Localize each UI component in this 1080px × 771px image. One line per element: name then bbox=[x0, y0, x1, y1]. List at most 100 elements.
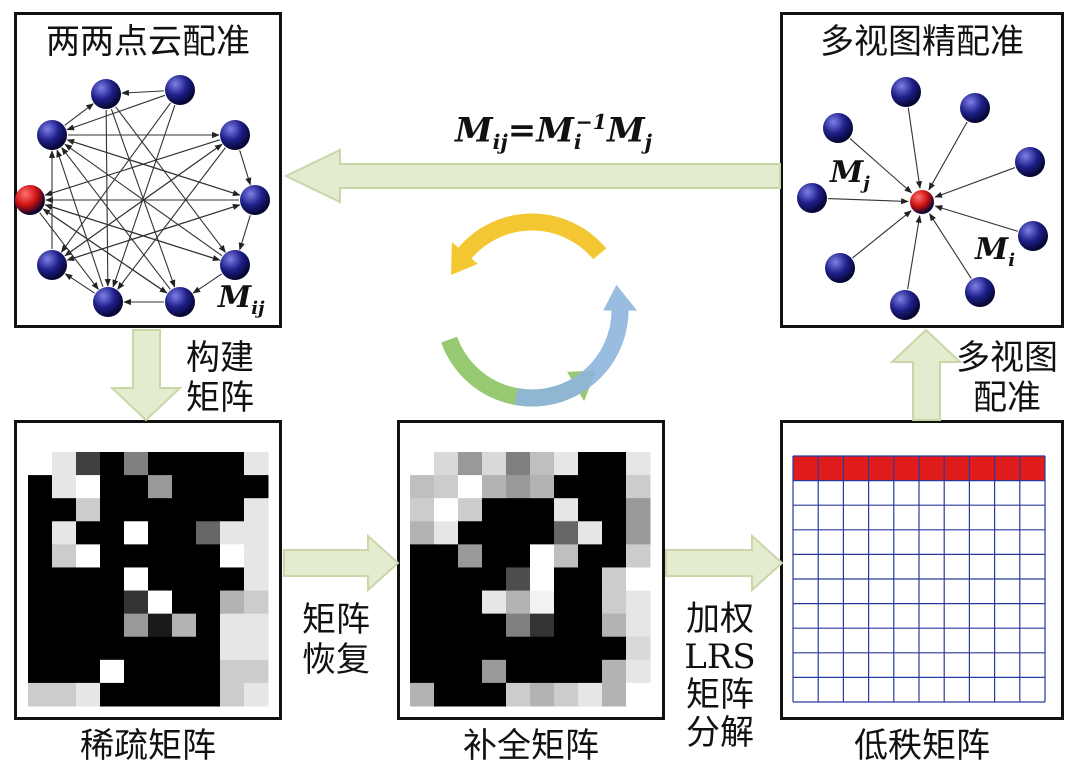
matrix-cell bbox=[554, 498, 579, 522]
matrix-cell bbox=[76, 636, 101, 661]
matrix-cell bbox=[52, 521, 77, 545]
matrix-cell bbox=[100, 498, 125, 522]
pairwise-edge bbox=[67, 204, 241, 261]
matrix-cell bbox=[482, 590, 507, 615]
pairwise-edge bbox=[104, 109, 111, 287]
matrix-cell bbox=[602, 659, 627, 684]
matrix-cell bbox=[530, 452, 555, 476]
matrix-cell bbox=[410, 682, 435, 707]
matrix-cell bbox=[220, 613, 245, 638]
matrix-cell bbox=[530, 682, 555, 707]
pairwise-edge bbox=[239, 150, 252, 186]
view-node bbox=[891, 77, 921, 107]
matrix-cell bbox=[578, 475, 603, 499]
matrix-cell bbox=[506, 636, 531, 661]
matrix-cell bbox=[52, 682, 77, 707]
matrix-cell bbox=[124, 590, 149, 615]
matrix-cell bbox=[100, 659, 125, 684]
matrix-cell bbox=[554, 475, 579, 499]
matrix-cell bbox=[554, 682, 579, 707]
matrix-cell bbox=[434, 590, 459, 615]
matrix-cell bbox=[482, 613, 507, 638]
matrix-cell bbox=[148, 498, 173, 522]
matrix-cell bbox=[458, 498, 483, 522]
arrow-right-2 bbox=[665, 533, 784, 593]
matrix-cell bbox=[530, 567, 555, 592]
pairwise-edge bbox=[56, 149, 104, 288]
point-cloud-node bbox=[220, 120, 250, 150]
matrix-cell bbox=[482, 544, 507, 568]
matrix-cell bbox=[434, 521, 459, 545]
sparse-matrix-label: 稀疏矩阵 bbox=[80, 726, 216, 766]
matrix-cell bbox=[578, 682, 603, 707]
matrix-cell bbox=[434, 544, 459, 568]
completed-matrix bbox=[410, 452, 651, 707]
matrix-cell bbox=[100, 567, 125, 592]
matrix-cell bbox=[76, 659, 101, 684]
matrix-cell bbox=[482, 659, 507, 684]
matrix-cell bbox=[100, 636, 125, 661]
matrix-cell bbox=[148, 567, 173, 592]
matrix-cell bbox=[458, 475, 483, 499]
pairwise-edge bbox=[64, 143, 223, 257]
matrix-cell bbox=[626, 452, 651, 476]
matrix-cell bbox=[124, 636, 149, 661]
matrix-cell bbox=[410, 521, 435, 545]
matrix-cell bbox=[626, 682, 651, 707]
matrix-cell bbox=[434, 452, 459, 476]
matrix-cell bbox=[482, 682, 507, 707]
matrix-cell bbox=[220, 452, 245, 476]
matrix-cell bbox=[148, 521, 173, 545]
matrix-cell bbox=[124, 521, 149, 545]
matrix-cell bbox=[530, 498, 555, 522]
pairwise-edge bbox=[60, 102, 171, 253]
matrix-cell bbox=[76, 521, 101, 545]
matrix-cell bbox=[52, 613, 77, 638]
matrix-cell bbox=[148, 636, 173, 661]
matrix-cell bbox=[148, 544, 173, 568]
matrix-cell bbox=[220, 567, 245, 592]
point-cloud-node bbox=[165, 75, 195, 105]
arrow-left bbox=[283, 148, 781, 204]
pairwise-edge bbox=[64, 273, 95, 294]
build-matrix-label: 构建矩阵 bbox=[186, 338, 254, 419]
mj-label: Mj bbox=[830, 155, 870, 194]
completed-matrix-label: 补全矩阵 bbox=[463, 726, 599, 766]
matrix-cell bbox=[172, 475, 197, 499]
matrix-cell bbox=[626, 498, 651, 522]
matrix-cell bbox=[458, 682, 483, 707]
matrix-cell bbox=[554, 636, 579, 661]
matrix-cell bbox=[506, 659, 531, 684]
matrix-cell bbox=[76, 590, 101, 615]
pairwise-edge bbox=[61, 147, 171, 290]
matrix-cell bbox=[172, 636, 197, 661]
matrix-cell bbox=[578, 636, 603, 661]
pairwise-edge bbox=[115, 106, 226, 253]
view-node bbox=[965, 277, 995, 307]
matrix-cell bbox=[434, 613, 459, 638]
matrix-cell bbox=[244, 590, 269, 615]
pairwise-edge bbox=[67, 139, 241, 196]
matrix-cell bbox=[244, 567, 269, 592]
matrix-cell bbox=[220, 521, 245, 545]
matrix-cell bbox=[124, 613, 149, 638]
star-edge bbox=[934, 205, 1018, 232]
star-edge bbox=[928, 121, 968, 191]
matrix-cell bbox=[76, 544, 101, 568]
top-formula: Mij=Mi−1Mj bbox=[455, 110, 652, 155]
matrix-cell bbox=[52, 544, 77, 568]
matrix-cell bbox=[410, 636, 435, 661]
star-edge bbox=[929, 213, 972, 279]
matrix-cell bbox=[172, 452, 197, 476]
matrix-cell bbox=[220, 682, 245, 707]
matrix-cell bbox=[506, 498, 531, 522]
matrix-cell bbox=[220, 590, 245, 615]
matrix-cell bbox=[410, 498, 435, 522]
star-edge bbox=[827, 198, 909, 205]
matrix-cell bbox=[482, 567, 507, 592]
matrix-cell bbox=[506, 475, 531, 499]
reference-node bbox=[15, 185, 45, 215]
matrix-cell bbox=[482, 521, 507, 545]
matrix-cell bbox=[482, 475, 507, 499]
matrix-cell bbox=[458, 613, 483, 638]
